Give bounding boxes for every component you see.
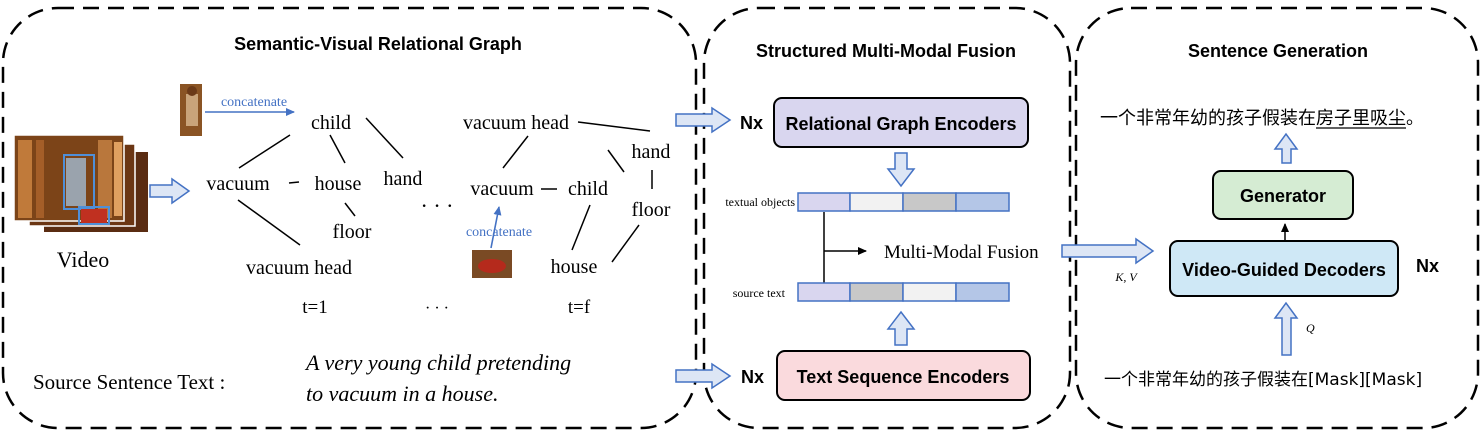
video-label: Video: [57, 247, 109, 272]
text-encoder-up-arrow: [886, 310, 916, 346]
source-sentence-line2: to vacuum in a house.: [306, 381, 498, 406]
fusion-panel-title: Structured Multi-Modal Fusion: [756, 41, 1016, 61]
generator-box: [1212, 170, 1354, 220]
video-guided-decoders-label: Video-Guided Decoders: [1182, 260, 1386, 280]
concatenate-label-bottom: concatenate: [466, 225, 532, 240]
masked-input-text: 一个非常年幼的孩子假装在[Mask][Mask]: [1104, 370, 1422, 390]
video-frames-image: [13, 134, 148, 232]
graph-tf-edges: [502, 121, 653, 263]
textual-objects-label: textual objects: [725, 195, 795, 209]
vacuum-head-crop-image: [472, 250, 512, 278]
time-label-dots: · · ·: [425, 300, 449, 317]
time-label-tf: t=f: [568, 297, 591, 318]
text-sequence-encoders-box: [776, 350, 1031, 401]
node-tf-floor: floor: [632, 199, 671, 221]
time-label-t1: t=1: [302, 297, 328, 318]
nx-top-label: Nx: [740, 113, 763, 133]
graph-panel: [1, 6, 698, 430]
source-sentence-line1: A very young child pretending: [304, 350, 571, 375]
relational-graph-encoders-label: Relational Graph Encoders: [785, 114, 1016, 134]
node-t1-hand: hand: [384, 168, 423, 190]
text-to-fusion-arrow: [675, 362, 732, 390]
nx-bottom-label: Nx: [741, 367, 764, 387]
fusion-panel: [702, 6, 1072, 430]
graph-ellipsis: · · ·: [421, 193, 454, 218]
node-tf-vacuum: vacuum: [470, 178, 534, 200]
node-tf-child: child: [568, 178, 608, 200]
output-sentence-text: 一个非常年幼的孩子假装在房子里吸尘。: [1100, 108, 1424, 129]
decoder-nx-label: Nx: [1416, 256, 1439, 276]
video-to-graph-arrow: [149, 177, 191, 205]
node-t1-house: house: [315, 173, 362, 195]
q-label: Q: [1306, 321, 1315, 335]
input-to-decoder-arrow: [1273, 301, 1299, 356]
source-sentence-label: Source Sentence Text :: [33, 370, 225, 394]
source-text-sequence: [797, 282, 1010, 302]
video-guided-decoders-box: [1169, 240, 1399, 297]
text-sequence-encoders-label: Text Sequence Encoders: [797, 367, 1010, 387]
encoder-down-arrow: [886, 152, 916, 188]
node-tf-house: house: [551, 256, 598, 278]
output-sentence: 一个非常年幼的孩子假装在房子里吸尘。: [1100, 108, 1424, 129]
child-crop-image: [180, 84, 202, 136]
generation-panel-title: Sentence Generation: [1188, 41, 1368, 61]
source-text-label: source text: [733, 286, 786, 300]
node-t1-floor: floor: [333, 221, 372, 243]
graph-panel-title: Semantic-Visual Relational Graph: [234, 34, 522, 54]
fusion-to-decoder-arrow: [1061, 237, 1155, 265]
node-t1-child: child: [311, 112, 351, 134]
node-t1-vacuum-head: vacuum head: [246, 257, 352, 279]
graph-to-fusion-arrow: [675, 106, 732, 134]
concatenate-arrow-bottom: [490, 206, 502, 249]
relational-graph-encoders-box: [773, 97, 1029, 148]
textual-objects-sequence: [797, 192, 1010, 212]
generator-up-arrow: [1273, 132, 1299, 164]
generator-label: Generator: [1240, 186, 1326, 206]
node-tf-vacuum-head: vacuum head: [463, 112, 569, 134]
kv-label: K, V: [1114, 270, 1138, 284]
multi-modal-fusion-label: Multi-Modal Fusion: [884, 242, 1039, 263]
node-tf-hand: hand: [632, 141, 671, 163]
concatenate-label-top: concatenate: [221, 95, 287, 110]
node-t1-vacuum: vacuum: [206, 173, 270, 195]
generation-panel: [1074, 6, 1480, 430]
graph-t1-edges: [237, 117, 404, 246]
